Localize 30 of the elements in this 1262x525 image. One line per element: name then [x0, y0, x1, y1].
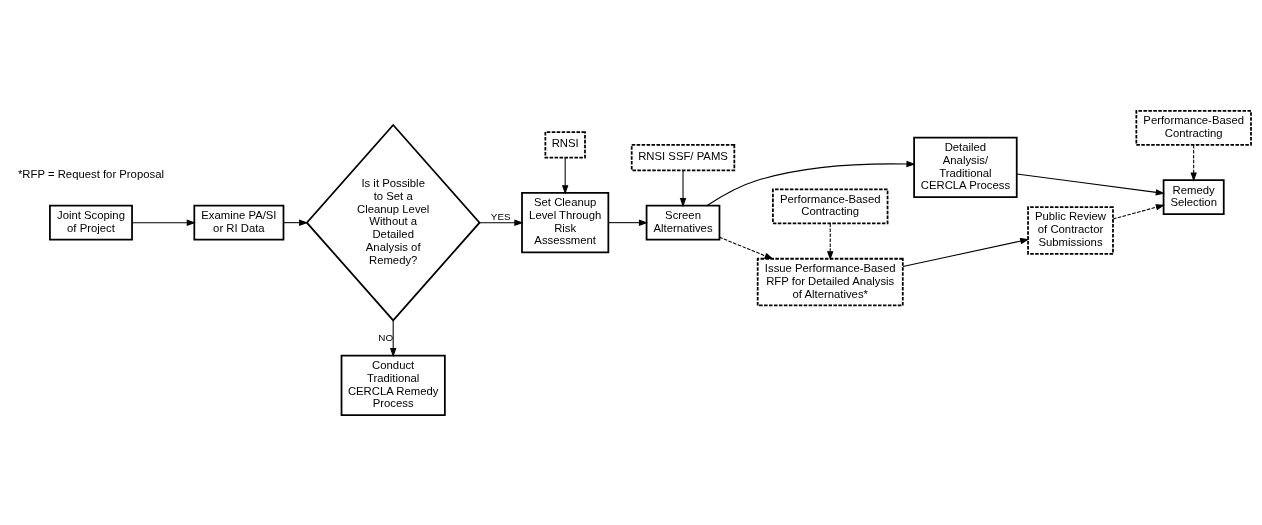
- arrow: [1190, 143, 1197, 182]
- arrow: [131, 218, 196, 226]
- arrow: [827, 222, 834, 260]
- node-box: RNSI SSF/ PAMS: [630, 143, 736, 171]
- arrow: [902, 237, 1030, 267]
- node-box: RNSI: [544, 130, 586, 158]
- node-box: Set Cleanup Level Through Risk Assessment: [521, 191, 610, 253]
- arrow: [679, 169, 687, 207]
- arrow: [608, 218, 649, 226]
- edge-label: NO: [378, 331, 394, 343]
- node-box: Screen Alternatives: [645, 204, 721, 241]
- arrow: [561, 156, 569, 194]
- arrow: [706, 160, 916, 206]
- node-box: Performance-Based Contracting: [1135, 109, 1252, 146]
- node-box: Examine PA/SI or RI Data: [193, 204, 285, 241]
- node-box: Conduct Traditional CERCLA Remedy Process: [340, 354, 446, 416]
- arrow: [1016, 173, 1165, 195]
- node-box: Detailed Analysis/ Traditional CERCLA Process: [913, 136, 1018, 198]
- arrow: [719, 236, 774, 259]
- arrow: [389, 319, 397, 357]
- node-box: Remedy Selection: [1162, 178, 1225, 215]
- node-box: Performance-Based Contracting: [772, 188, 889, 224]
- node-diamond: Is it Possible to Set a Cleanup Level Without a Detailed Analysis of Remedy?: [305, 123, 481, 322]
- node-box: Issue Performance-Based RFP for Detailed Analysis of Alternatives*: [756, 257, 904, 306]
- node-box: Public Review of Contractor Submissions: [1027, 205, 1114, 255]
- label: *RFP = Request for Proposal: [17, 167, 164, 180]
- edge-label: YES: [490, 210, 511, 222]
- arrow: [1112, 203, 1166, 220]
- node-box: Joint Scoping of Project: [49, 204, 133, 241]
- arrow: [479, 218, 524, 226]
